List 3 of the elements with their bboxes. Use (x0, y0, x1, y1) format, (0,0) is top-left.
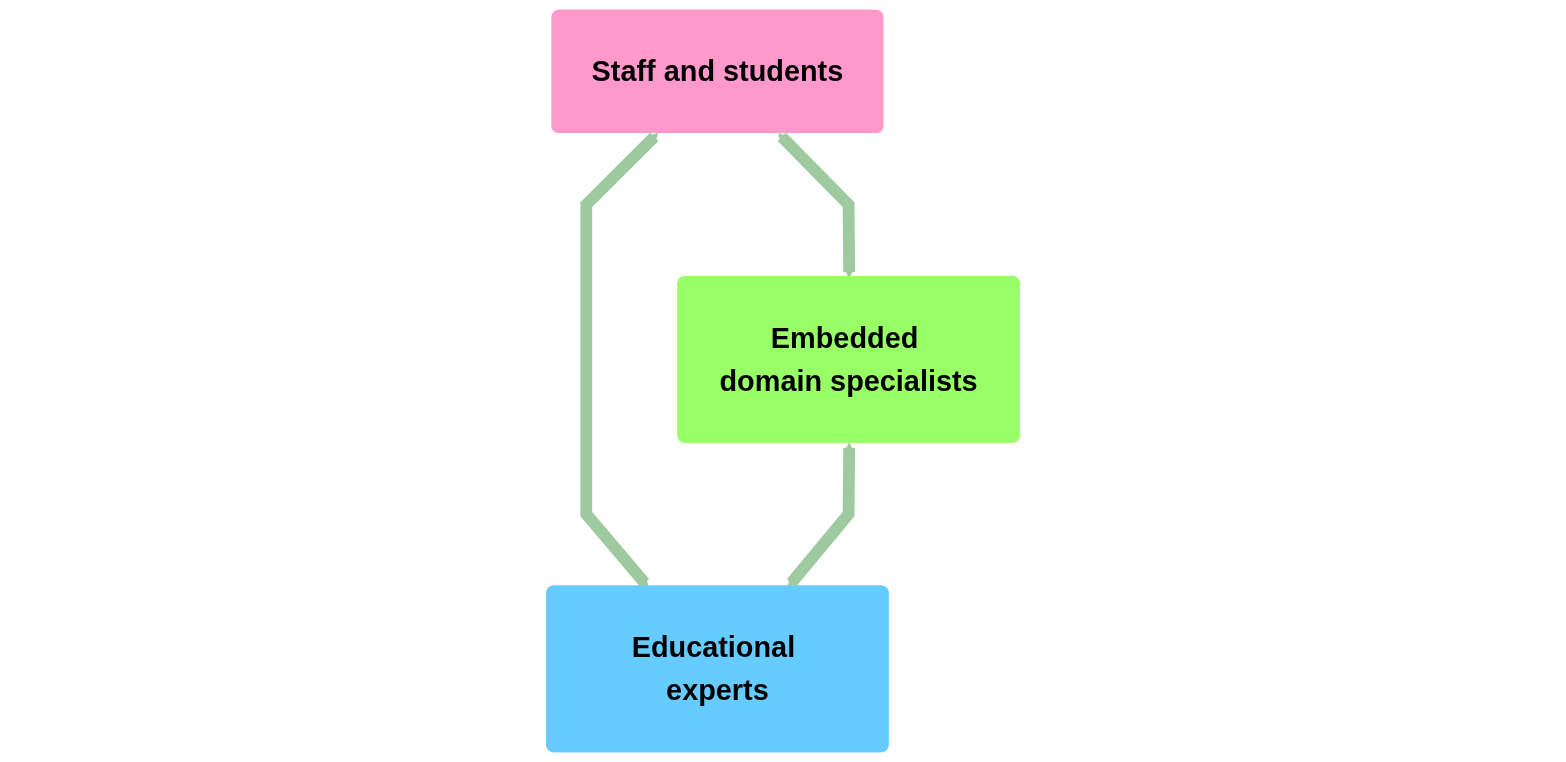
arrow (786, 442, 856, 588)
arrow (777, 132, 856, 278)
arrow (580, 132, 659, 588)
